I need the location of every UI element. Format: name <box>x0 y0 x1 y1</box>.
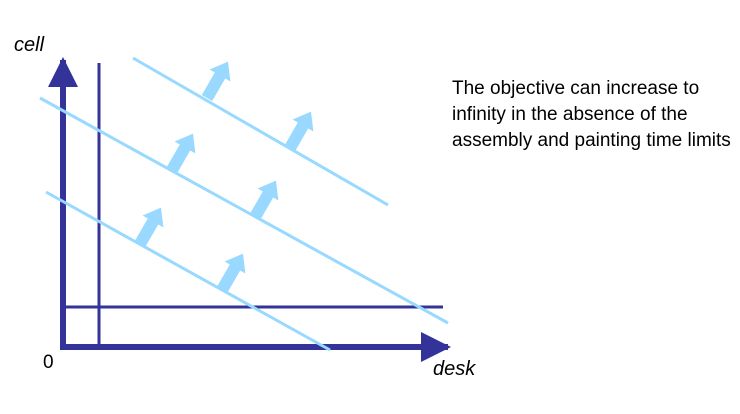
objective-line-2 <box>39 96 449 325</box>
objective-line-1 <box>45 190 331 352</box>
objective-line-3 <box>132 56 389 207</box>
origin-label: 0 <box>43 352 54 373</box>
arrow-up-right-icon <box>166 133 196 173</box>
arrow-up-right-icon <box>216 253 246 293</box>
arrow-up-right-icon <box>201 61 231 101</box>
arrow-up-right-icon <box>134 207 164 247</box>
arrow-up-right-icon <box>284 111 314 151</box>
arrow-up-right-icon <box>249 180 279 220</box>
increase-arrows <box>134 61 314 293</box>
y-axis-label: cell <box>14 34 45 56</box>
objective-note: The objective can increase to infinity i… <box>452 78 731 151</box>
x-axis-label: desk <box>433 358 476 380</box>
